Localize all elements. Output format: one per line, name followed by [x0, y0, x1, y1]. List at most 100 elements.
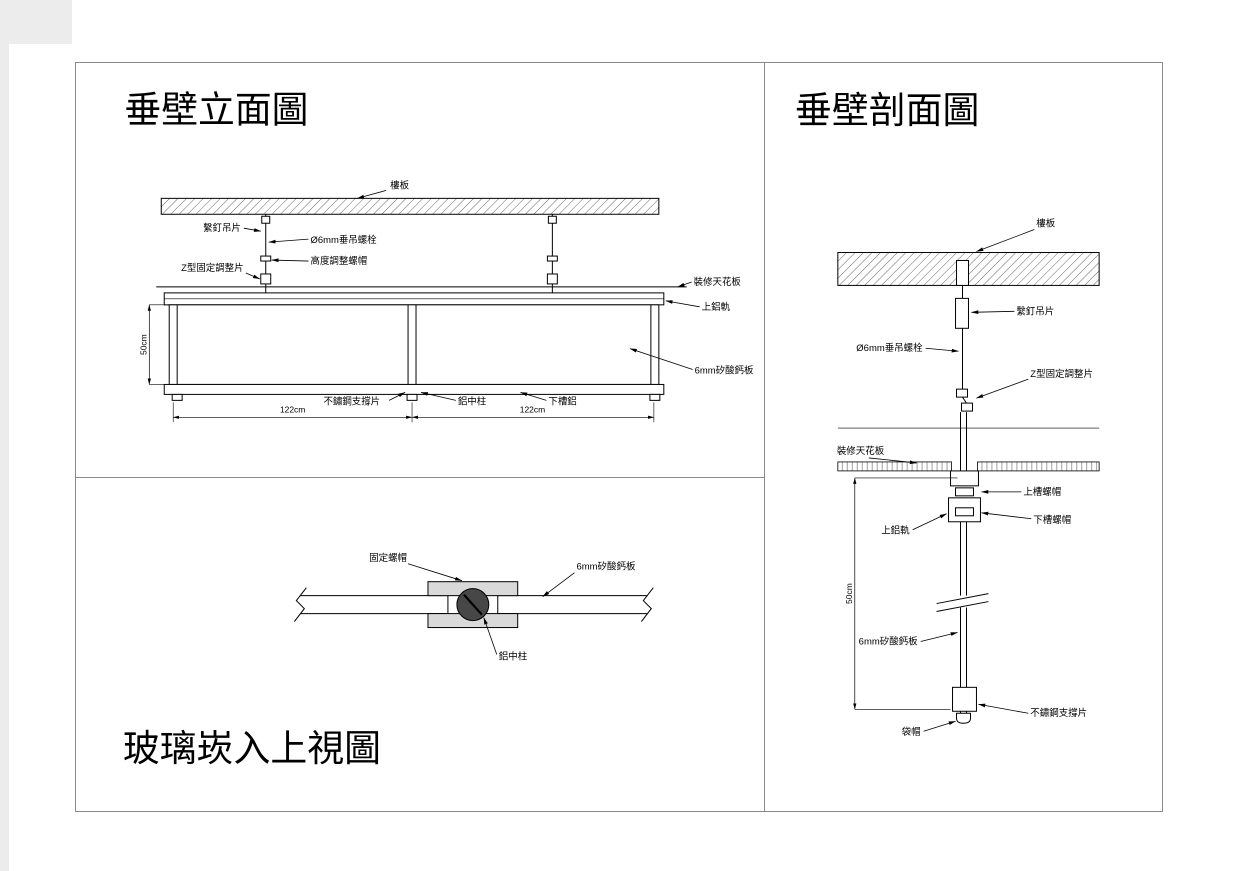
- leader-line: [483, 617, 498, 655]
- leader-line: [520, 392, 547, 401]
- lower-channel-nut-shape: [955, 507, 974, 517]
- height-adjust-nut-label: 高度調整螺帽: [311, 255, 368, 267]
- alu-center-post-label: 鋁中柱: [458, 395, 487, 407]
- finished-ceiling-board: [837, 461, 1100, 472]
- label-board: 6mm矽酸鈣板: [629, 348, 754, 377]
- leader-line: [665, 300, 700, 308]
- label-upper-channel-nut: 上槽螺帽: [981, 486, 1061, 498]
- break-symbol: [936, 593, 989, 605]
- label-upper-alu-rail: 上鋁軌: [665, 300, 731, 313]
- label-fixing-nut: 固定螺帽: [369, 552, 463, 582]
- elevation-title: 垂壁立面圖: [124, 90, 308, 131]
- dimension-height: 50cm: [138, 334, 148, 355]
- leader-line: [912, 513, 947, 531]
- hanging-bolt-right: [546, 214, 558, 293]
- page-edge-corner: [0, 0, 72, 44]
- embedded-anchor: [956, 259, 969, 286]
- hanging-bolt-left: [260, 214, 272, 293]
- leader-line: [243, 227, 262, 232]
- leader-line: [978, 703, 1029, 714]
- stainless-support-label: 不鏽鋼支撐片: [323, 395, 380, 407]
- wall-board: [936, 521, 989, 724]
- upper-channel: [950, 470, 979, 487]
- label-height-adjust-nut: 高度調整螺帽: [271, 255, 368, 267]
- board-right: [497, 587, 654, 622]
- elevation-slab: [160, 197, 660, 215]
- board-left: [293, 587, 449, 622]
- upper-channel-nut-label: 上槽螺帽: [1023, 486, 1061, 498]
- hanger-clip-label: 繫釘吊片: [1016, 305, 1054, 317]
- leader-line: [388, 392, 406, 401]
- bag-cap-shape: [956, 712, 971, 724]
- stainless-support-label: 不鏽鋼支撐片: [1030, 707, 1087, 719]
- label-stainless-support: 不鏽鋼支撐片: [323, 392, 406, 407]
- topview-panel: 固定螺帽 6mm矽酸鈣板 鋁中柱 玻璃崁入上視圖: [75, 478, 765, 812]
- board-label: 6mm矽酸鈣板: [577, 561, 636, 573]
- leader-line: [920, 632, 958, 642]
- hanger-clip-label: 繫釘吊片: [203, 222, 241, 234]
- dimension-span-left: 122cm: [280, 404, 305, 414]
- z-piece-top: [956, 388, 968, 398]
- label-alu-center-post: 鋁中柱: [483, 617, 528, 662]
- break-symbol-right: [640, 587, 654, 622]
- support-foot-right: [649, 393, 661, 401]
- label-upper-alu-rail: 上鋁軌: [881, 513, 947, 537]
- support-foot-left: [171, 393, 183, 401]
- leader-line: [976, 229, 1035, 252]
- dimension-span-right: 122cm: [520, 404, 545, 414]
- stainless-support-shape: [952, 686, 977, 712]
- label-hanger-clip: 繫釘吊片: [971, 305, 1054, 317]
- upper-rail: [163, 292, 665, 306]
- slab-label: 樓板: [1036, 218, 1055, 230]
- board-label: 6mm矽酸鈣板: [859, 635, 918, 647]
- leader-line: [868, 457, 917, 465]
- rail-assembly: [948, 470, 981, 523]
- slab-label: 樓板: [390, 179, 409, 191]
- leader-line: [542, 572, 575, 597]
- topview-svg: 固定螺帽 6mm矽酸鈣板 鋁中柱 玻璃崁入上視圖: [123, 552, 654, 769]
- fixing-nut-label: 固定螺帽: [369, 552, 407, 564]
- z-fix-piece-label: Z型固定調整片: [181, 262, 243, 274]
- label-slab: 樓板: [976, 218, 1056, 252]
- lower-channel: [163, 383, 665, 395]
- label-bag-cap: 袋帽: [902, 720, 956, 738]
- section-panel: 垂壁剖面圖 樓板 繫釘吊片: [765, 62, 1163, 812]
- elevation-svg: 垂壁立面圖 樓板 繫釘吊片 Ø6mm垂吊螺栓: [124, 90, 754, 423]
- center-post-joint: [427, 581, 519, 629]
- leader-line: [271, 258, 309, 263]
- label-z-fix-piece: Z型固定調整片: [976, 368, 1093, 399]
- nut-slot: [463, 593, 483, 616]
- leader-line: [981, 511, 1032, 520]
- leader-line: [629, 348, 693, 370]
- leader-line: [356, 190, 387, 199]
- hanging-bolt-label: Ø6mm垂吊螺栓: [856, 342, 923, 354]
- section-svg: 垂壁剖面圖 樓板 繫釘吊片: [795, 90, 1100, 738]
- alu-center-post-label: 鋁中柱: [499, 650, 528, 662]
- section-title: 垂壁剖面圖: [795, 90, 979, 131]
- finished-ceiling-label: 裝修天花板: [837, 445, 885, 457]
- leader-line: [420, 392, 456, 401]
- hanger-assembly: [955, 285, 973, 474]
- bag-cap-label: 袋帽: [902, 726, 921, 738]
- label-hanging-bolt: Ø6mm垂吊螺栓: [856, 342, 959, 354]
- support-foot-center: [406, 393, 418, 401]
- lower-channel-nut-label: 下槽螺帽: [1033, 514, 1071, 526]
- lower-alu-channel-label: 下槽鋁: [548, 395, 576, 407]
- dimension-height: 50cm: [844, 583, 854, 604]
- break-symbol-left: [293, 587, 307, 622]
- upper-alu-rail-label: 上鋁軌: [881, 525, 910, 537]
- leader-line: [677, 281, 692, 288]
- hanger-clip-shape: [955, 297, 969, 329]
- leader-line: [925, 347, 959, 353]
- label-lower-channel-nut: 下槽螺帽: [981, 511, 1071, 526]
- wall-panel: [163, 304, 665, 401]
- elevation-dimensions: 122cm 122cm 50cm: [138, 304, 655, 423]
- section-slab: [837, 251, 1100, 286]
- leader-line: [407, 563, 463, 582]
- label-hanger-clip: 繫釘吊片: [203, 222, 262, 234]
- z-piece-bottom: [961, 402, 973, 412]
- label-slab: 樓板: [356, 179, 410, 199]
- section-dimensions: 50cm: [844, 477, 958, 710]
- elevation-panel: 垂壁立面圖 樓板 繫釘吊片 Ø6mm垂吊螺栓: [75, 62, 765, 478]
- hanging-bolt-label: Ø6mm垂吊螺栓: [311, 234, 378, 246]
